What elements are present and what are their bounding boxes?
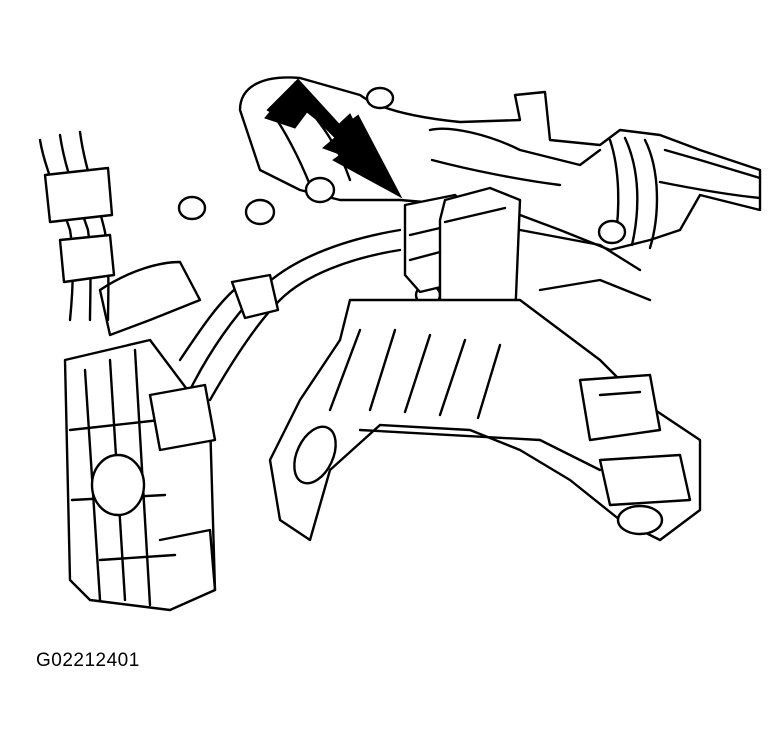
connector-block <box>63 338 217 612</box>
arrow-pointer-icon <box>264 78 403 199</box>
bolt-group <box>177 86 627 307</box>
bolt-right <box>597 219 627 245</box>
figure-code-label: G02212401 <box>36 650 140 671</box>
wire-harness <box>178 228 402 402</box>
bolt-mid-2 <box>244 198 276 226</box>
component-illustration <box>38 76 762 612</box>
lower-bracket <box>268 228 702 542</box>
bolt-left <box>177 195 207 221</box>
left-harness <box>38 130 202 337</box>
connector-socket <box>90 453 146 517</box>
bolt-top <box>365 86 395 110</box>
bolt-mid-1 <box>304 176 336 204</box>
bracket-slot <box>293 425 337 485</box>
bracket-bushing <box>616 504 664 536</box>
